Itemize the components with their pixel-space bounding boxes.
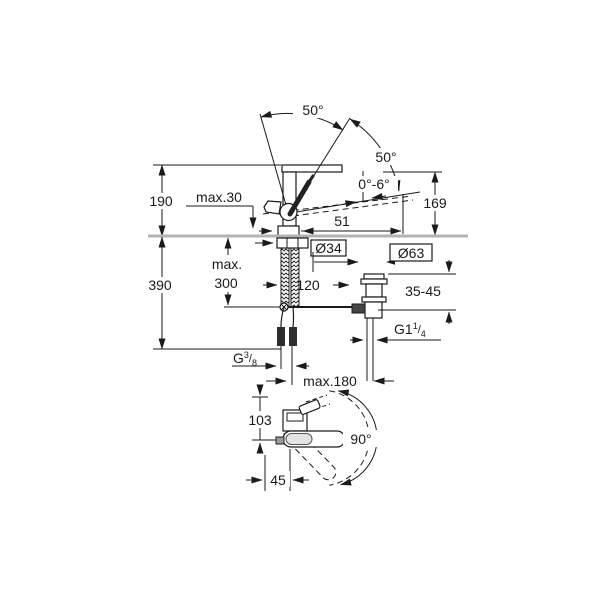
angle-tilt-label: 0°-6° [358,176,389,192]
dim-51-label: 51 [334,213,350,229]
threaded-shank-left [280,247,290,308]
drain-ring [361,296,387,303]
plan-spout-nub [275,436,285,445]
under-counter: 390 max. 300 120 G3/8 max.180 [144,236,394,389]
drain-assembly: Ø63 35-45 G11/4 [312,243,456,381]
dim-hole-label: Ø34 [315,240,342,256]
supply-hose-right [292,306,295,328]
dim-3545-label: 35-45 [405,283,441,299]
dim-max30-label: max.30 [196,189,242,205]
angle-90-label: 90° [350,431,371,447]
plan-view: 90° 103 45 [245,384,379,491]
dim-max300-label-1: max. [212,256,242,272]
spout-outlet [263,200,282,215]
tilt-arrow-left [343,200,357,208]
dim-45-label: 45 [270,472,286,488]
drain-flange [360,278,388,285]
lever-handle-tip [307,174,315,184]
dim-flange-box [389,243,433,262]
dim-max180-label: max.180 [303,373,357,389]
plan-handle-base [285,433,313,445]
drain-thread-label: G11/4 [394,321,426,339]
lever-dashed-position-2 [292,199,414,217]
supply-hose-left [280,306,285,328]
dim-max300-label-2: 300 [214,275,238,291]
plan-lever-arm [298,399,321,415]
angle-50-side-label: 50° [375,149,396,165]
supply-thread-label: G3/8 [233,350,257,368]
lever-range-line-left [259,113,287,206]
hose-connector-right [289,327,297,346]
dim-390-label: 390 [148,277,172,293]
dim-103-label: 103 [248,412,272,428]
drain-lever-port [351,303,366,314]
dim-120-label: 120 [296,277,320,293]
angle-50-top-label: 50° [302,102,323,118]
hose-connector-left [277,327,285,346]
dim-flange-label: Ø63 [398,245,425,261]
dim-hole-box [310,239,347,257]
dim-190-label: 190 [149,193,173,209]
drain-flange-top [363,273,385,280]
side-view: 50° 50° 0°-6° 190 169 max.30 51 [144,100,468,257]
drain-neck [365,283,383,298]
tilt-arrow-right [371,193,387,200]
mounting-flange [276,237,309,249]
spout-bar [281,164,343,173]
lever-handle [287,179,312,217]
dim-169-label: 169 [423,195,447,211]
